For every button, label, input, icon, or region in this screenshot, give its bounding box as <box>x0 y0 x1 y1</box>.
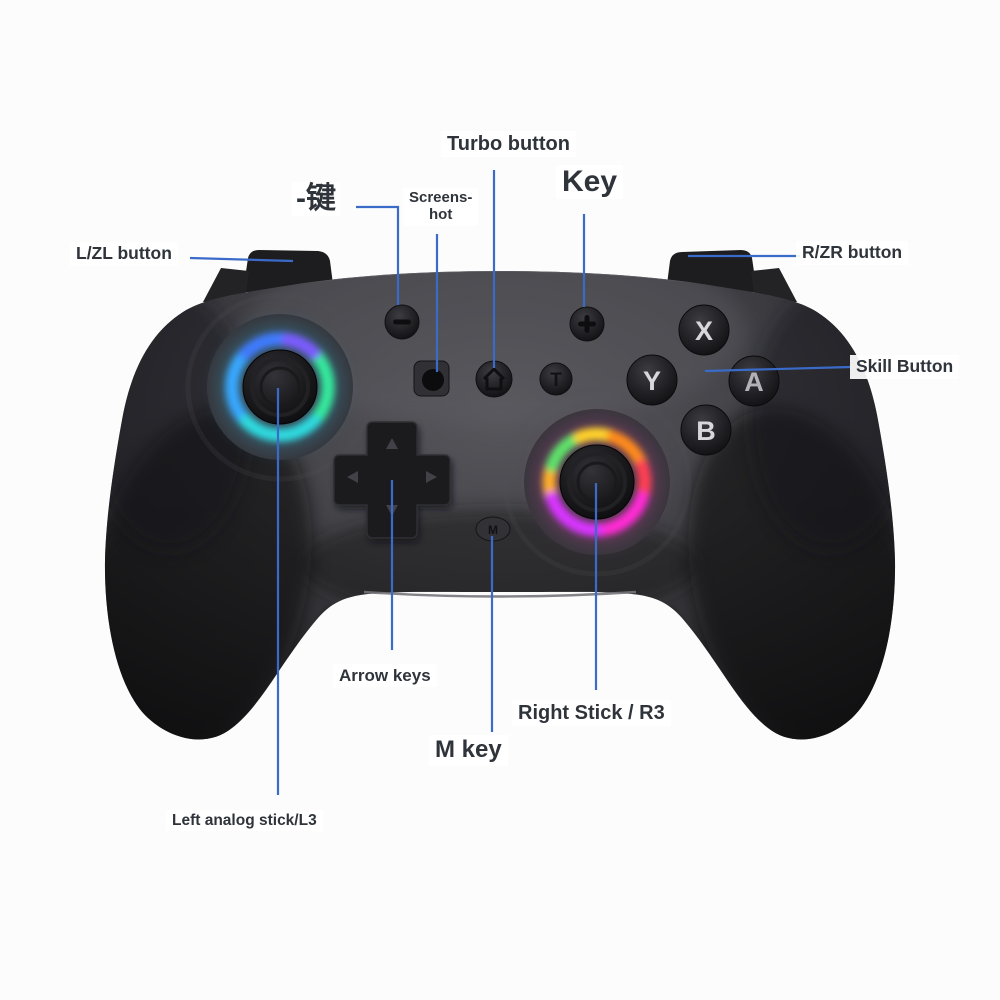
right-stick-rgb-ring <box>542 427 652 537</box>
label-m-key: M key <box>429 735 508 766</box>
label-arrow-keys: Arrow keys <box>333 664 437 688</box>
bottom-edge-highlight <box>363 590 637 598</box>
y-button-label: Y <box>643 366 661 396</box>
left-stick-rgb-ring <box>225 332 335 442</box>
body-shading <box>104 271 896 740</box>
callout-line-skill <box>704 365 852 373</box>
callout-line-l-zl <box>189 256 294 263</box>
turbo-t-button <box>539 362 573 396</box>
face-buttons: X Y A B <box>626 304 780 456</box>
dpad-right-arrow-icon <box>426 471 437 483</box>
right-shoulder-step <box>751 268 797 302</box>
minus-icon <box>393 319 411 325</box>
b-button-label: B <box>696 416 716 446</box>
screenshot-circle-icon <box>422 369 444 391</box>
label-minus-key: -键 <box>292 182 340 216</box>
label-skill-button: Skill Button <box>850 355 960 379</box>
left-stick <box>185 292 375 482</box>
label-right-stick: Right Stick / R3 <box>512 700 671 727</box>
callout-lines <box>189 170 852 795</box>
y-button <box>626 354 678 406</box>
label-screenshot-line1: Screens- <box>409 189 473 206</box>
home-icon <box>482 367 506 391</box>
m-glyph: M <box>488 523 498 537</box>
b-button <box>680 404 732 456</box>
x-button-label: X <box>695 316 713 346</box>
dpad-up-arrow-icon <box>386 438 398 449</box>
dpad-left-arrow-icon <box>347 471 358 483</box>
label-left-analog-stick: Left analog stick/L3 <box>166 810 323 832</box>
left-stick-cap <box>242 349 318 425</box>
label-r-zr-button: R/ZR button <box>796 241 909 265</box>
r-zr-shoulder-button <box>666 250 757 292</box>
right-stick <box>502 387 692 577</box>
label-key: Key <box>556 165 624 199</box>
plus-icon <box>578 315 596 333</box>
left-shoulder-step <box>203 268 249 302</box>
label-screenshot: Screens- hot <box>403 188 479 226</box>
turbo-t-glyph: T <box>550 370 562 391</box>
callout-line-minus-key <box>356 205 400 305</box>
system-buttons: T M <box>384 304 605 542</box>
label-screenshot-line2: hot <box>429 205 453 223</box>
label-turbo-button: Turbo button <box>441 131 576 158</box>
x-button <box>678 304 730 356</box>
a-button-label: A <box>744 367 764 397</box>
label-l-zl-button: L/ZL button <box>70 242 178 266</box>
